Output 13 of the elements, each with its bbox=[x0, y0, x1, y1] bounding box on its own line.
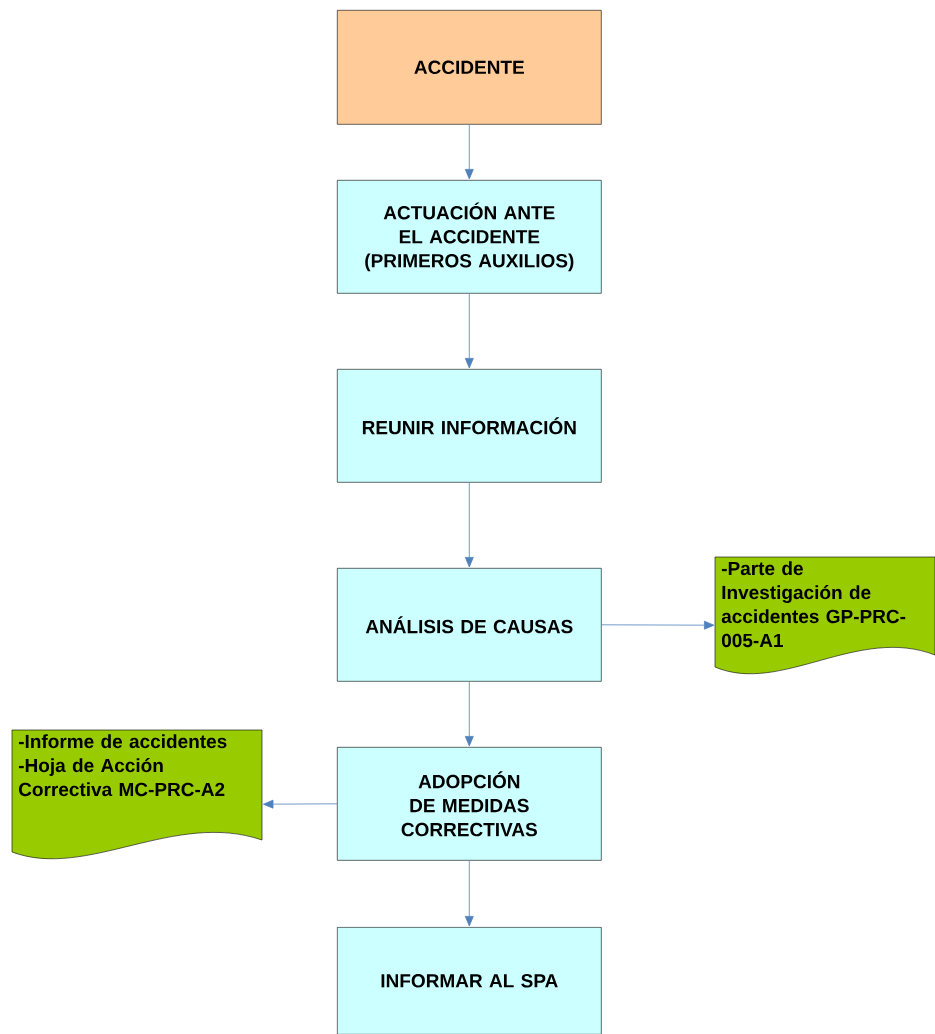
arrow bbox=[464, 482, 474, 568]
arrow bbox=[464, 124, 474, 180]
process-box: ADOPCIÓN DE MEDIDAS CORRECTIVAS bbox=[337, 747, 602, 861]
process-box: INFORMAR AL SPA bbox=[337, 927, 602, 1034]
process-box: ACTUACIÓN ANTE EL ACCIDENTE (PRIMEROS AUXILIOS) bbox=[337, 180, 602, 294]
arrow bbox=[263, 799, 338, 809]
start-box: ACCIDENTE bbox=[337, 10, 602, 125]
arrow bbox=[464, 860, 474, 927]
process-box: ANÁLISIS DE CAUSAS bbox=[337, 568, 602, 682]
arrow bbox=[464, 293, 474, 369]
process-box: REUNIR INFORMACIÓN bbox=[337, 369, 602, 483]
arrow bbox=[601, 620, 715, 630]
arrow bbox=[464, 681, 474, 747]
